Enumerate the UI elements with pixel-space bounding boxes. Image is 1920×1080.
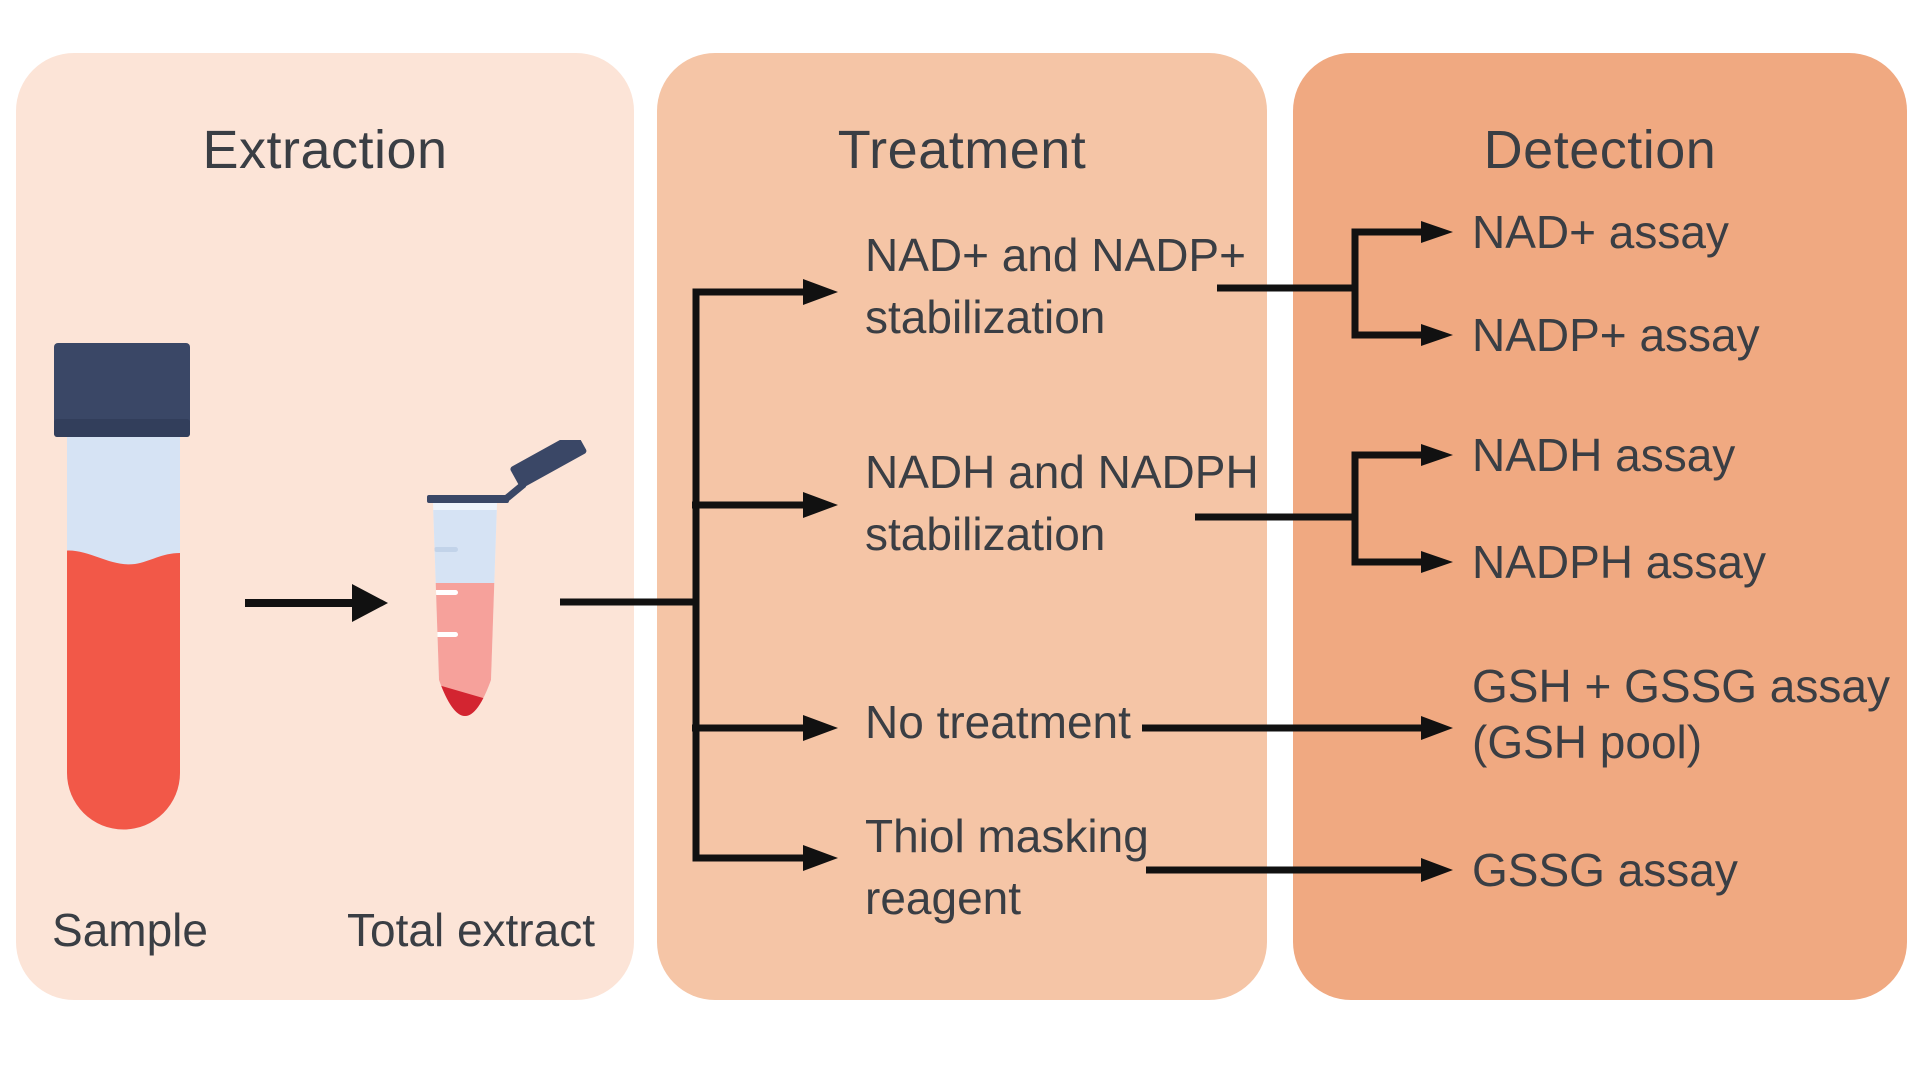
text-line: (GSH pool) [1472, 716, 1703, 768]
extract-liquid-layer [433, 583, 497, 716]
detection-assay-4-label: NADPH assay [1472, 531, 1766, 593]
graduation-mark [434, 632, 458, 637]
text-line: GSH + GSSG assay [1472, 660, 1890, 712]
text-line: NADH assay [1472, 429, 1736, 481]
text-line: NADP+ assay [1472, 309, 1760, 361]
blood-tube-illustration [54, 343, 190, 830]
text-line: NADH and NADPH [865, 446, 1259, 498]
detection-assay-2-label: NADP+ assay [1472, 304, 1760, 366]
blood-tube-cap-shade [54, 419, 190, 437]
text-line: NADPH assay [1472, 536, 1766, 588]
text-line: NAD+ and NADP+ [865, 229, 1246, 281]
text-line: reagent [865, 872, 1022, 924]
panel-title-treatment: Treatment [837, 120, 1087, 180]
text-line: Thiol masking [865, 810, 1149, 862]
detection-assay-5-label: GSH + GSSG assay (GSH pool) [1472, 658, 1890, 770]
graduation-mark [434, 547, 458, 552]
treatment-row-1-label: NAD+ and NADP+ stabilization [865, 224, 1246, 348]
blood-fill [67, 550, 180, 830]
extract-pellet-layer [433, 682, 497, 716]
extract-buffer-layer [433, 510, 497, 583]
text-line: stabilization [865, 291, 1106, 343]
total-extract-label: Total extract [347, 904, 595, 956]
panel-title-extraction: Extraction [202, 120, 448, 180]
panel-title-detection: Detection [1483, 120, 1717, 180]
treatment-row-2-label: NADH and NADPH stabilization [865, 441, 1259, 565]
blood-tube-cap [54, 343, 190, 437]
treatment-row-4-label: Thiol masking reagent [865, 805, 1149, 929]
treatment-row-3-label: No treatment [865, 691, 1131, 753]
graduation-mark [434, 590, 458, 595]
detection-assay-1-label: NAD+ assay [1472, 201, 1729, 263]
detection-assay-6-label: GSSG assay [1472, 839, 1738, 901]
extract-tube-lid [510, 440, 587, 488]
text-line: stabilization [865, 508, 1106, 560]
text-line: NAD+ assay [1472, 206, 1729, 258]
text-line: GSSG assay [1472, 844, 1738, 896]
text-line: No treatment [865, 696, 1131, 748]
detection-assay-3-label: NADH assay [1472, 424, 1735, 486]
extract-tube-rim [427, 495, 509, 503]
extract-tube-illustration [427, 440, 587, 716]
sample-label: Sample [52, 904, 208, 956]
